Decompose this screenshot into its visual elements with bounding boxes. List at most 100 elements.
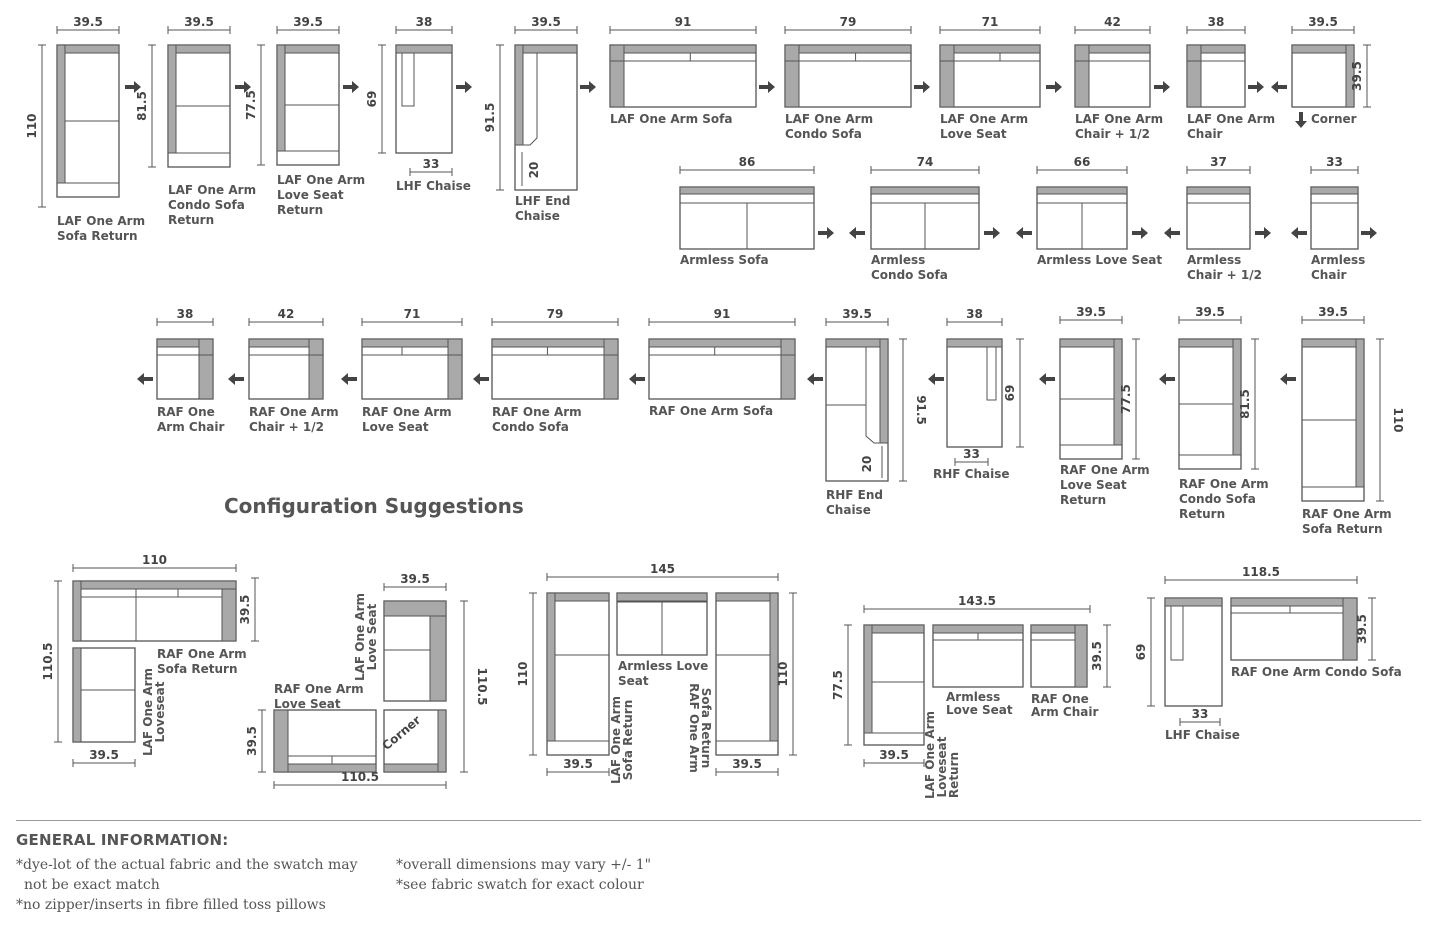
dimension-label: 39.5 (1318, 305, 1348, 319)
dimension-label: 110 (776, 661, 790, 686)
piece-label: Corner (1311, 112, 1357, 126)
piece-label: Chair (1187, 127, 1223, 141)
arrow-left-icon (1291, 227, 1307, 239)
dimension-label: 39.5 (238, 595, 252, 625)
piece-label: RAF One Arm (362, 405, 452, 419)
arrow-left-icon (849, 227, 865, 239)
dimension-label: 143.5 (958, 594, 996, 608)
dimension-label: 39.5 (293, 15, 323, 29)
arrow-right-icon (1132, 227, 1148, 239)
dimension-label: 69 (365, 91, 379, 108)
arrow-left-icon (1280, 373, 1296, 385)
dimension-label: 39.5 (531, 15, 561, 29)
general-info-note-2: *no zipper/inserts in fibre filled toss … (16, 897, 326, 913)
piece-label: RAF One Arm (1060, 463, 1150, 477)
piece-label: RAF One Arm (1302, 507, 1392, 521)
piece-label: RAF One Arm (687, 683, 701, 773)
piece-label: LHF Chaise (396, 179, 471, 193)
piece-label: Armless Love (618, 659, 708, 673)
piece-label: Chair + 1/2 (1187, 268, 1262, 282)
dimension-label: 110.5 (475, 668, 489, 706)
arrow-right-icon (1361, 227, 1377, 239)
piece-label: Return (1060, 493, 1106, 507)
arrow-left-icon (1159, 373, 1175, 385)
arrow-right-icon (456, 81, 472, 93)
dimension-label: 39.5 (879, 748, 909, 762)
piece-label: Armless Love Seat (1037, 253, 1162, 267)
dimension-label: 33 (423, 157, 440, 171)
dimension-label: 66 (1074, 155, 1091, 169)
piece-label: Chaise (826, 503, 871, 517)
piece-label: RHF End (826, 488, 883, 502)
dimension-label: 20 (860, 456, 874, 473)
piece-label: Return (1179, 507, 1225, 521)
piece-label: LAF One Arm (277, 173, 365, 187)
piece-label: Condo Sofa (492, 420, 569, 434)
arrow-right-icon (343, 81, 359, 93)
general-info-note-1: *dye-lot of the actual fabric and the sw… (16, 857, 358, 873)
piece-label: LHF End (515, 194, 570, 208)
dimension-label: 37 (1210, 155, 1227, 169)
piece-label: Condo Sofa (168, 198, 245, 212)
dimension-label: 77.5 (1119, 384, 1133, 414)
dimension-label: 33 (1192, 707, 1209, 721)
piece-label: LAF One Arm (940, 112, 1028, 126)
arrow-right-icon (125, 81, 141, 93)
corner-text: Corner (379, 713, 423, 753)
dimension-label: 74 (917, 155, 934, 169)
dimension-label: 81.5 (1238, 389, 1252, 419)
piece-label: LAF One Arm (923, 711, 937, 799)
piece-label: Love Seat (1060, 478, 1127, 492)
dimension-label: 33 (1326, 155, 1343, 169)
arrow-right-icon (1046, 81, 1062, 93)
piece-label: LAF One Arm (168, 183, 256, 197)
dimension-label: 39.5 (732, 757, 762, 771)
piece-label: Sofa Return (699, 688, 713, 769)
piece-label: Loveseat (935, 736, 949, 797)
piece-label: LAF One Arm (609, 696, 623, 784)
piece-label: RAF One (1031, 692, 1089, 706)
dimension-label: 91.5 (483, 103, 497, 133)
dimension-label: 38 (416, 15, 433, 29)
arrow-right-icon (580, 81, 596, 93)
piece-label: Armless (1187, 253, 1241, 267)
dimension-label: 77.5 (831, 670, 845, 700)
piece-label: Love Seat (940, 127, 1007, 141)
dimension-label: 39.5 (184, 15, 214, 29)
piece-label: LAF One Arm (1187, 112, 1275, 126)
dimension-label: 110 (25, 113, 39, 138)
arrow-left-icon (807, 373, 823, 385)
dimension-label: 39.5 (1308, 15, 1338, 29)
piece-label: Condo Sofa (785, 127, 862, 141)
dimension-label: 39.5 (89, 748, 119, 762)
dimension-label: 39.5 (73, 15, 103, 29)
general-info-note-3: *overall dimensions may vary +/- 1" (396, 857, 652, 873)
piece-label: LAF One Arm (1075, 112, 1163, 126)
dimension-label: 39.5 (1355, 614, 1369, 644)
dimension-label: 69 (1134, 644, 1148, 661)
dimension-label: 71 (982, 15, 999, 29)
general-info-note-1b: not be exact match (24, 877, 160, 893)
arrow-right-icon (235, 81, 251, 93)
piece-label: Sofa Return (621, 700, 635, 781)
section-title: Configuration Suggestions (224, 494, 524, 518)
piece-label: Love Seat (946, 703, 1013, 717)
arrow-left-icon (228, 373, 244, 385)
dimension-label: 39.5 (1076, 305, 1106, 319)
